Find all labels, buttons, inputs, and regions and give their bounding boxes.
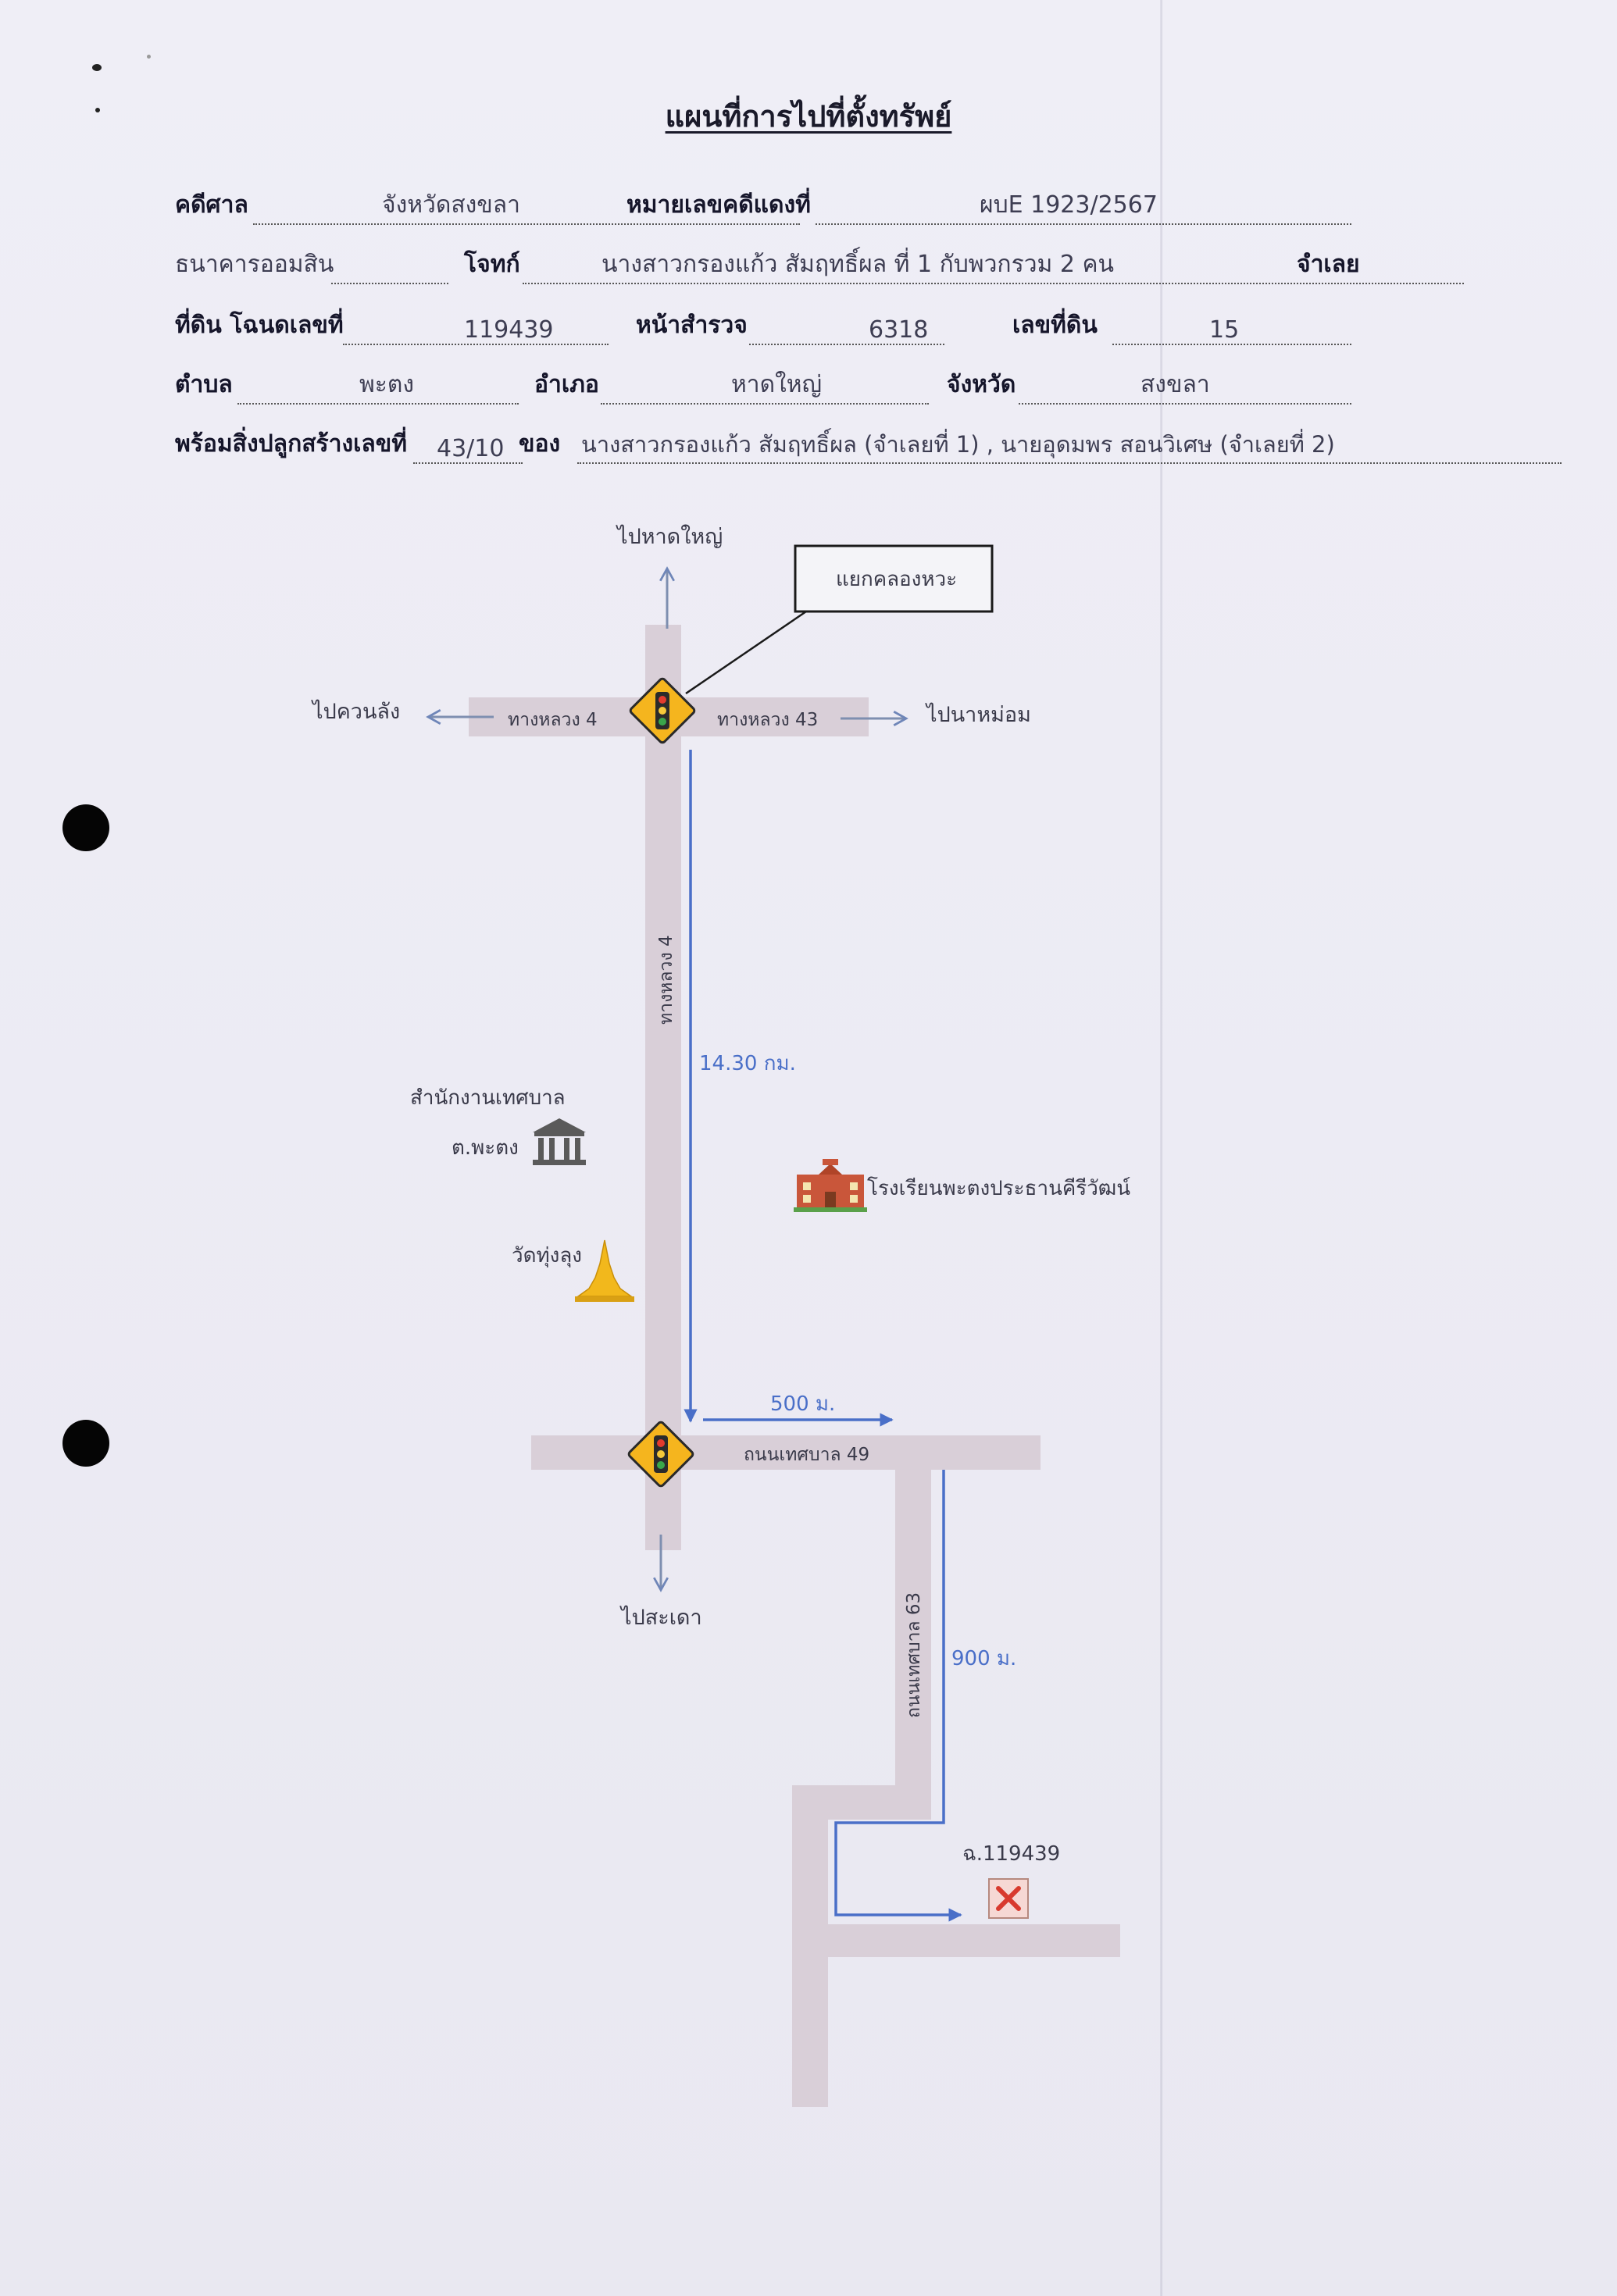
form-row-parties: ธนาคารออมสิน โจทก์ นางสาวกรองแก้ว สัมฤทธ…	[175, 247, 1464, 286]
document-title: แผนที่การไปที่ตั้งทรัพย์	[665, 99, 952, 134]
punch-hole-lower	[62, 1420, 109, 1467]
dotted-line	[343, 344, 609, 345]
junction-callout-box	[794, 544, 994, 613]
land-number-value: 15	[1209, 316, 1240, 344]
to-khuan-lang-label: ไปควนลัง	[311, 700, 400, 724]
municipal-office-label: สำนักงานเทศบาล	[410, 1086, 566, 1110]
plaintiff-value: ธนาคารออมสิน	[175, 251, 334, 278]
to-sadao-label: ไปสะเดา	[619, 1606, 702, 1630]
defendant-value: นางสาวกรองแก้ว สัมฤทธิ์ผล ที่ 1 กับพวกรว…	[601, 251, 1115, 278]
school-label: โรงเรียนพะตงประธานคีรีวัฒน์	[867, 1176, 1130, 1200]
survey-value: 6318	[869, 316, 929, 344]
subdistrict-label: ตำบล	[175, 371, 233, 398]
golden-pagoda-icon	[575, 1239, 634, 1302]
dotted-line	[253, 223, 800, 225]
subdistrict-value: พะตง	[359, 371, 415, 398]
dotted-line	[749, 344, 944, 345]
highway-43-label: ทางหลวง 43	[717, 710, 818, 730]
dotted-line	[601, 403, 929, 405]
highway-4-vertical-label: ทางหลวง 4	[656, 935, 676, 1025]
form-row-case: คดีศาล จังหวัดสงขลา หมายเลขคดีแดงที่ ผบE…	[175, 187, 1351, 226]
owner-label: ของ	[519, 430, 561, 458]
building-label: พร้อมสิ่งปลูกสร้างเลขที่	[175, 430, 408, 458]
building-value: 43/10	[437, 435, 505, 462]
deed-label: ที่ดิน โฉนดเลขที่	[175, 312, 344, 339]
province-label: จังหวัด	[947, 371, 1016, 398]
to-na-mom-label: ไปนาหม่อม	[925, 703, 1031, 727]
road-highway-4-west	[469, 697, 664, 736]
to-hat-yai-label: ไปหาดใหญ่	[616, 524, 723, 549]
distance-1: 14.30 กม.	[699, 1052, 796, 1075]
road-63-label: ถนนเทศบาล 63	[904, 1592, 924, 1718]
dotted-line	[816, 223, 1351, 225]
deed-marker-label: ฉ.119439	[962, 1842, 1060, 1866]
traffic-light-sign-icon	[626, 1420, 695, 1488]
dotted-line	[1112, 344, 1351, 345]
dotted-line	[1019, 403, 1351, 405]
case-number-label: หมายเลขคดีแดงที่	[626, 191, 811, 219]
dotted-line	[577, 462, 1562, 464]
road-49-label: ถนนเทศบาล 49	[744, 1445, 869, 1465]
form-row-land: ที่ดิน โฉนดเลขที่ 119439 หน้าสำรวจ 6318 …	[175, 308, 1351, 347]
form-row-building: พร้อมสิ่งปลูกสร้างเลขที่ 43/10 ของ นางสา…	[175, 426, 1562, 465]
school-building-icon	[794, 1159, 867, 1212]
highway-4-label: ทางหลวง 4	[508, 710, 598, 730]
road-highway-43-east	[664, 697, 869, 736]
defendant-label: จำเลย	[1297, 251, 1360, 278]
distance-2: 500 ม.	[770, 1392, 835, 1416]
distance-3: 900 ม.	[951, 1647, 1016, 1670]
court-value: จังหวัดสงขลา	[382, 191, 521, 219]
callout-pointer	[685, 610, 807, 695]
temple-label: วัดทุ่งลุง	[512, 1244, 582, 1267]
dotted-line	[523, 283, 1464, 284]
case-number-value: ผบE 1923/2567	[980, 191, 1158, 219]
land-number-label: เลขที่ดิน	[1012, 312, 1098, 339]
government-building-icon	[533, 1118, 586, 1165]
scan-speck	[92, 64, 102, 71]
road-network	[469, 625, 1120, 2107]
punch-hole-upper	[62, 804, 109, 851]
district-label: อำเภอ	[534, 371, 599, 398]
destination-x-marker-icon	[988, 1878, 1029, 1919]
dotted-line	[237, 403, 519, 405]
deed-value: 119439	[464, 316, 554, 344]
junction-name: แยกคลองหวะ	[836, 568, 957, 591]
road-municipal-63	[895, 1453, 931, 1788]
dotted-line	[413, 462, 523, 464]
dotted-line	[331, 283, 448, 284]
road-highway-4-vertical	[645, 625, 681, 1550]
owner-value: นางสาวกรองแก้ว สัมฤทธิ์ผล (จำเลยที่ 1) ,…	[581, 431, 1335, 458]
plaintiff-label: โจทก์	[464, 251, 520, 278]
scan-speck	[95, 108, 100, 112]
municipal-office-subdistrict: ต.พะตง	[452, 1136, 519, 1160]
route-arrow-road-63	[834, 1470, 962, 1922]
road-municipal-49	[531, 1435, 1041, 1470]
scan-speck	[147, 55, 151, 59]
form-row-location: ตำบล พะตง อำเภอ หาดใหญ่ จังหวัด สงขลา	[175, 367, 1351, 406]
survey-label: หน้าสำรวจ	[636, 312, 748, 339]
court-label: คดีศาล	[175, 191, 248, 219]
road-destination-street	[792, 1924, 1120, 1957]
province-value: สงขลา	[1140, 371, 1210, 398]
district-value: หาดใหญ่	[731, 371, 823, 398]
